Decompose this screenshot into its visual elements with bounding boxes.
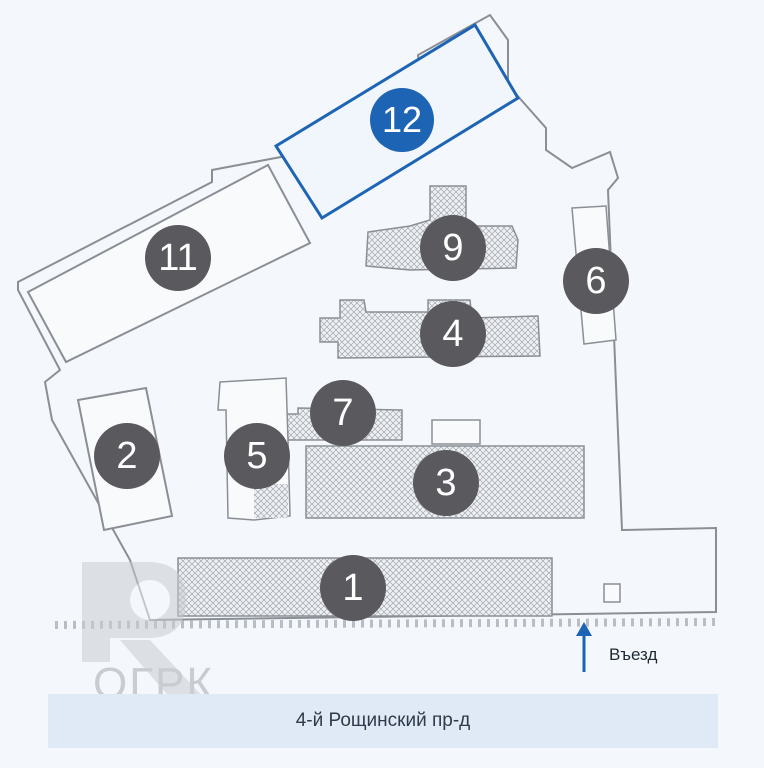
logo-mark	[82, 562, 206, 700]
street-label: 4-й Рощинский пр-д	[48, 694, 718, 748]
building-9-badge[interactable]: 9	[420, 215, 486, 281]
entrance-arrow-icon	[576, 622, 592, 672]
entrance-label: Въезд	[609, 645, 658, 664]
building-3-badge[interactable]: 3	[413, 450, 479, 516]
building-7-badge[interactable]: 7	[310, 380, 376, 446]
building-1-badge[interactable]: 1	[320, 555, 386, 621]
small-block	[431, 419, 481, 445]
building-11-badge[interactable]: 11	[145, 225, 211, 291]
building-2-badge[interactable]: 2	[94, 423, 160, 489]
building-4-badge[interactable]: 4	[420, 301, 486, 367]
checkpoint-block	[603, 583, 621, 603]
building-6-badge[interactable]: 6	[563, 248, 629, 314]
building-5-badge[interactable]: 5	[224, 423, 290, 489]
building-5-hatch	[254, 484, 288, 518]
building-12-badge[interactable]: 12	[370, 88, 434, 152]
